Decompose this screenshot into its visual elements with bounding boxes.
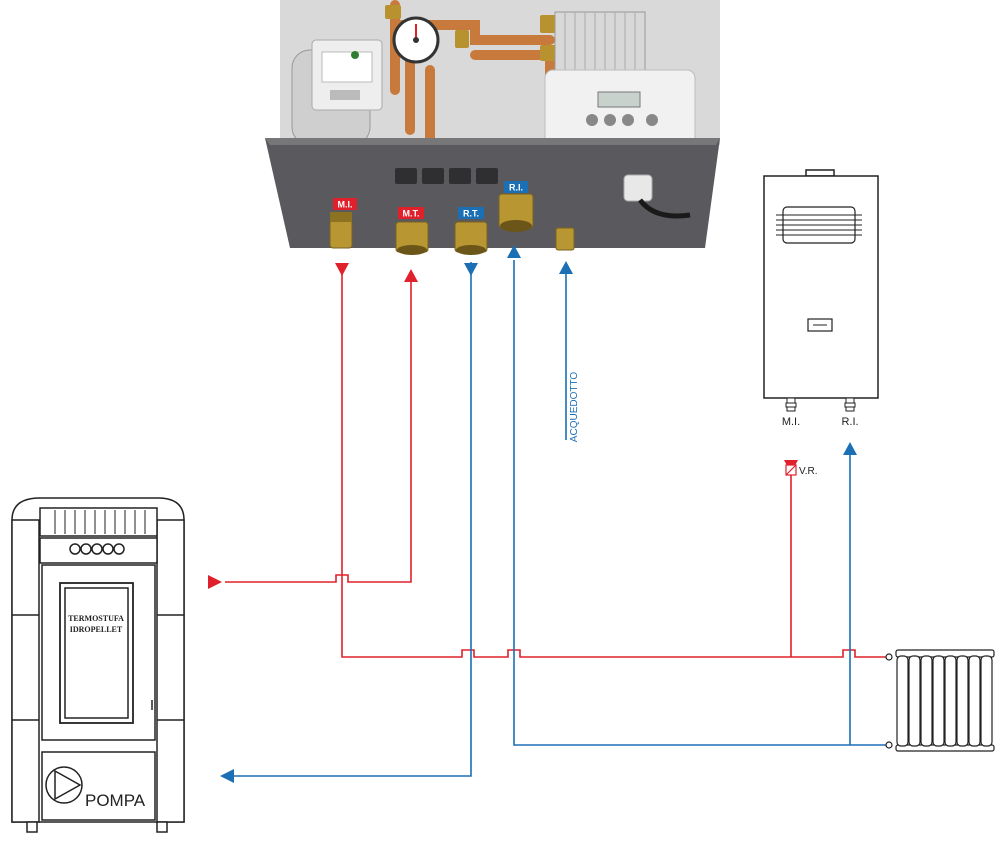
flow-arrows <box>208 245 857 783</box>
brass-fittings <box>385 5 556 61</box>
boiler-connector-ri <box>844 397 856 412</box>
module-front-panel <box>265 138 720 248</box>
aqueduct-label: ACQUEDOTTO <box>569 372 580 443</box>
connection-rt <box>454 221 488 255</box>
arrow-boiler-ri-up <box>843 442 857 455</box>
stove-title-line1: TERMOSTUFA <box>68 614 124 623</box>
pipe-mi-supply <box>341 268 888 658</box>
radiator <box>885 649 995 752</box>
tag-ri-text: R.I. <box>509 183 523 193</box>
circulator-pump <box>291 39 383 146</box>
tag-mt: M.T. <box>398 207 424 219</box>
pipe-ri <box>513 260 888 746</box>
tag-mt-text: M.T. <box>403 209 420 219</box>
stove-title-line2: IDROPELLET <box>70 625 123 634</box>
boiler-mi-label: M.I. <box>782 416 800 428</box>
tag-mi: M.I. <box>333 198 357 210</box>
connection-mi <box>329 212 353 249</box>
arrow-ri-up <box>507 245 521 258</box>
arrow-stove-return <box>220 769 234 783</box>
arrow-rt-down <box>464 263 478 276</box>
pellet-stove <box>11 497 185 833</box>
valve-label: V.R. <box>799 466 818 477</box>
tag-rt-text: R.T. <box>463 209 479 219</box>
connection-aqueduct <box>555 227 575 251</box>
arrow-mi-down <box>335 263 349 276</box>
boiler-connector-mi <box>785 397 797 412</box>
piping <box>225 260 888 777</box>
pipe-mt-to-stove <box>225 278 412 583</box>
tag-ri: R.I. <box>504 181 528 193</box>
stove-control-knobs <box>69 543 125 555</box>
arrow-aqueduct-up <box>559 261 573 274</box>
pump-icon <box>45 766 83 804</box>
boiler-grille <box>776 206 862 244</box>
pressure-gauge <box>392 16 440 64</box>
hydraulic-module: M.I. M.T. R.T. R.I. <box>265 0 720 255</box>
tag-mi-text: M.I. <box>338 200 353 210</box>
wall-boiler: M.I. R.I. V.R. <box>763 169 879 477</box>
cable-gland <box>623 174 691 219</box>
pipe-rt-return <box>234 262 472 777</box>
connection-ri <box>498 193 534 232</box>
heat-exchanger <box>554 11 646 73</box>
boiler-ri-label: R.I. <box>841 416 858 428</box>
tag-rt: R.T. <box>458 207 484 219</box>
control-unit <box>544 69 696 146</box>
arrow-mt-up <box>404 269 418 282</box>
boiler-display <box>807 318 833 332</box>
check-valve-icon <box>785 464 797 476</box>
connection-mt <box>395 221 429 255</box>
arrow-stove-supply <box>208 575 222 589</box>
pump-label: POMPA <box>85 791 146 810</box>
